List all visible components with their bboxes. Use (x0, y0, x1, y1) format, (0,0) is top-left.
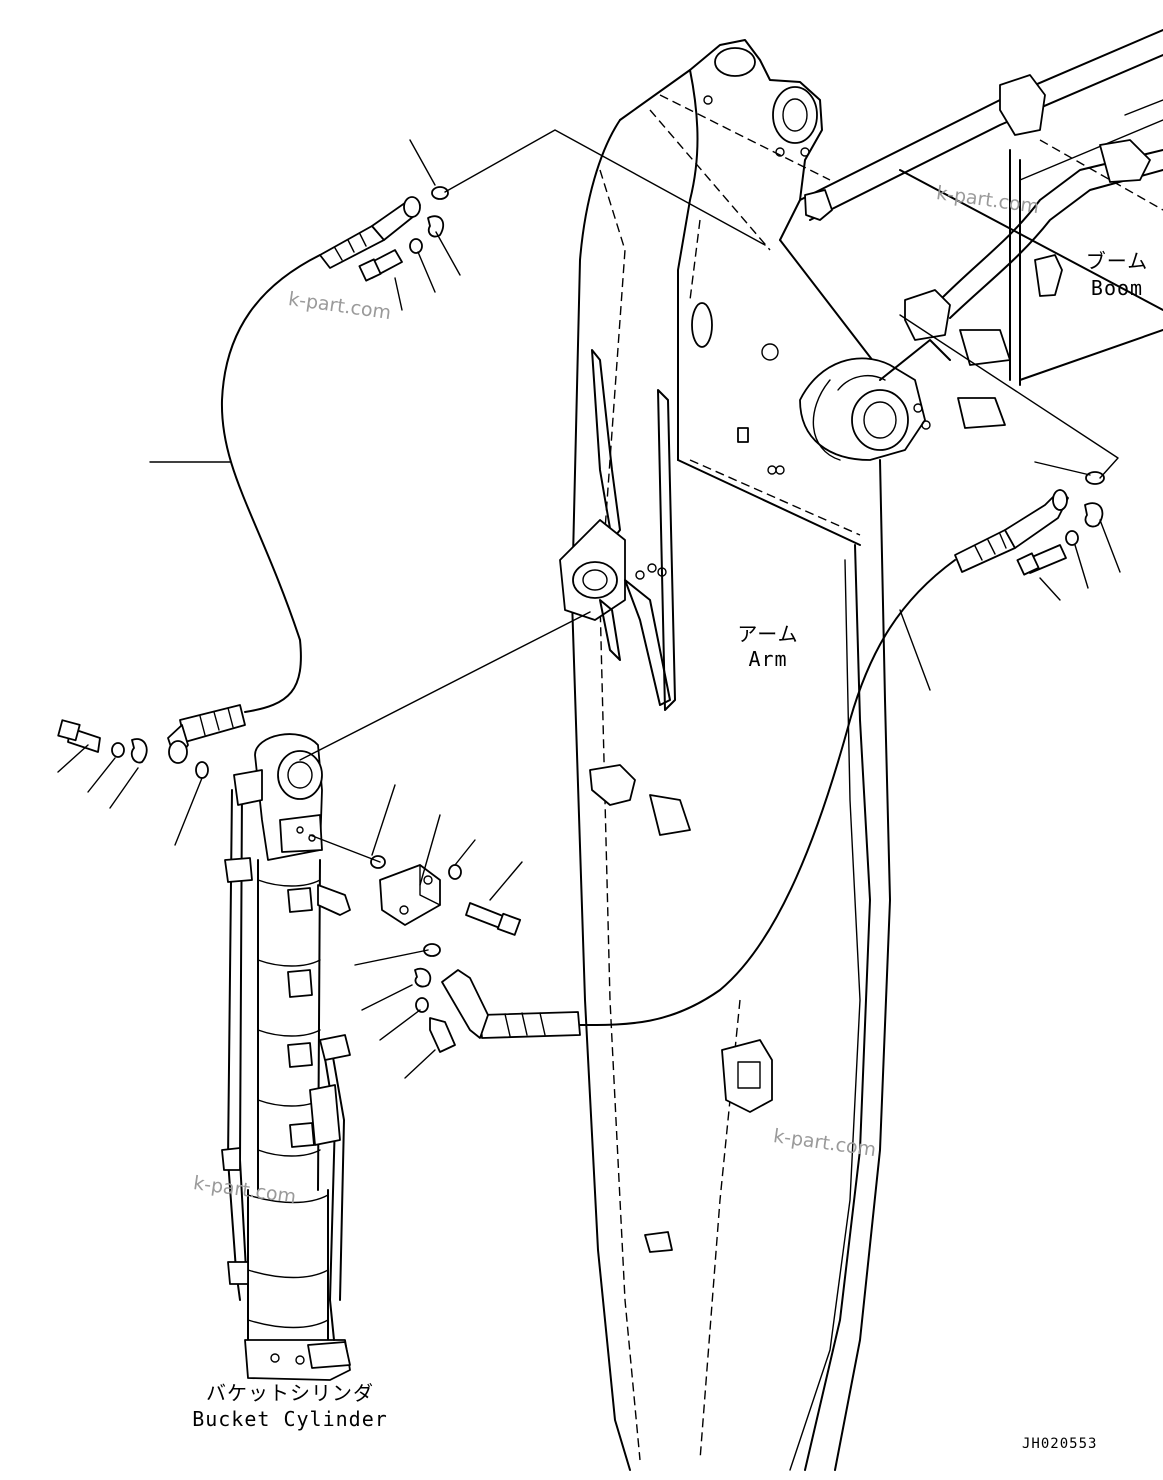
hose-upper-left (167, 196, 421, 764)
hose-right-lower (441, 489, 1069, 1039)
arm-label-jp: アーム (737, 622, 799, 646)
arm-label-en: Arm (748, 647, 788, 671)
bucket-cylinder-label-en: Bucket Cylinder (192, 1407, 388, 1431)
boom-structure (799, 29, 1163, 461)
boom-label-jp: ブーム (1085, 249, 1149, 273)
fittings (57, 186, 1105, 1053)
bucket-cylinder-label-jp: バケットシリンダ (206, 1381, 374, 1405)
boom-label-en: Boom (1090, 276, 1144, 300)
leader-lines (57, 129, 1121, 1079)
arm-structure (559, 39, 891, 1471)
drawing-code: JH020553 (1022, 1436, 1098, 1452)
bucket-cylinder (221, 733, 351, 1381)
